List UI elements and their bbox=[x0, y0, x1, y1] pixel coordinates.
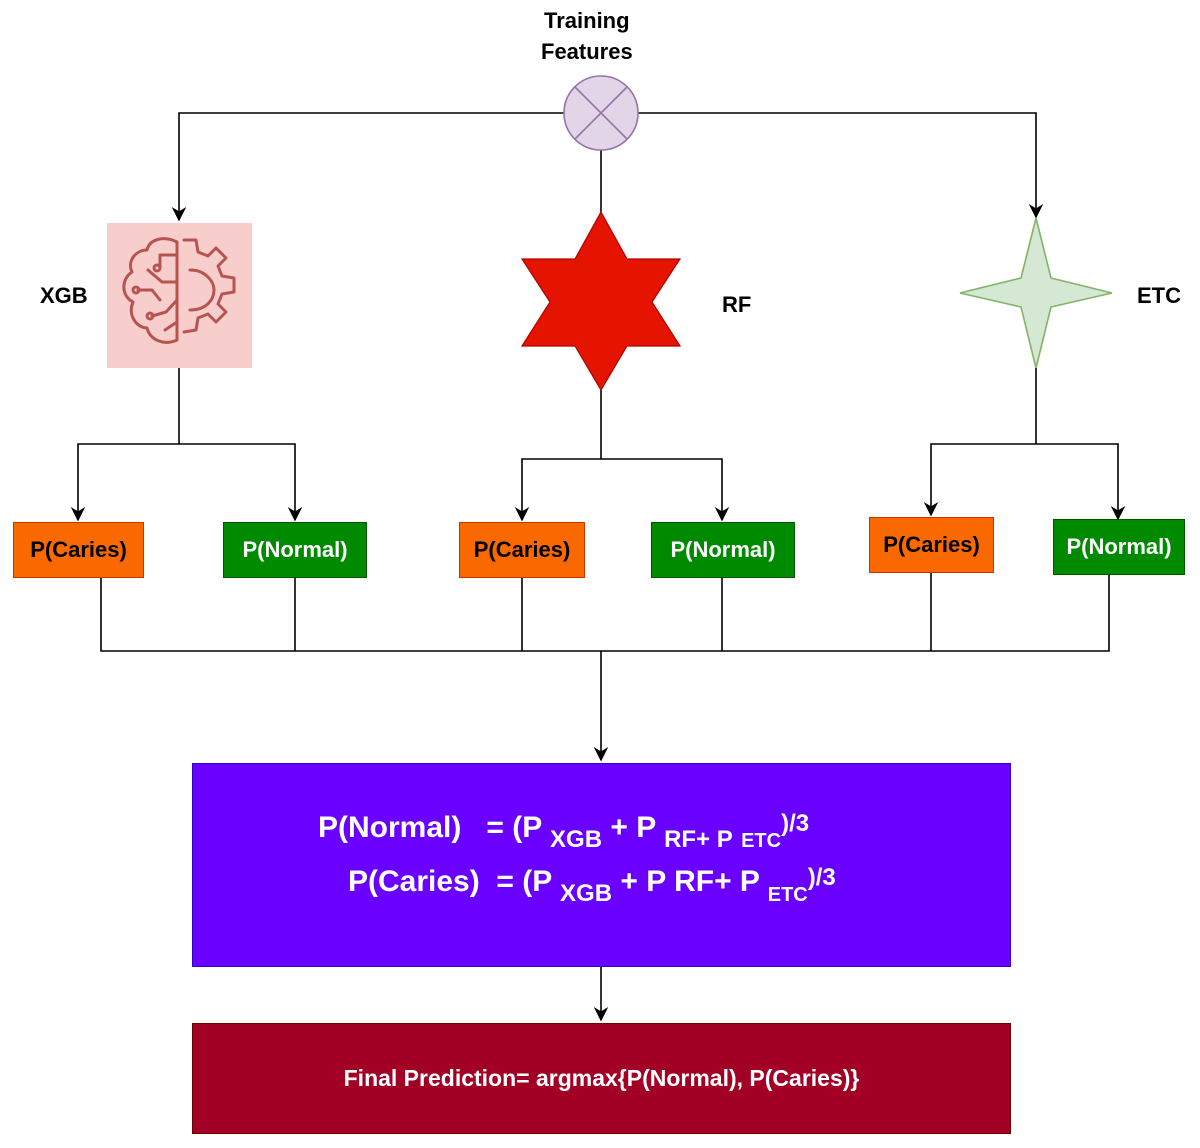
four-point-star-icon bbox=[959, 217, 1113, 369]
etc-caries-box: P(Caries) bbox=[869, 517, 994, 573]
formula-normal: P(Normal) = (P XGB + P RF+ P ETC)/3 bbox=[318, 810, 809, 854]
final-prediction-label: Final Prediction= argmax{P(Normal), P(Ca… bbox=[343, 1065, 860, 1091]
formula-normal-lhs: P(Normal) bbox=[318, 811, 462, 844]
etc-label: ETC bbox=[1137, 283, 1181, 308]
final-prediction-box: Final Prediction= argmax{P(Normal), P(Ca… bbox=[192, 1023, 1011, 1134]
formula-caries-mid: RF+ P bbox=[674, 865, 760, 898]
six-point-star-icon bbox=[520, 210, 682, 392]
xgb-caries-box: P(Caries) bbox=[13, 522, 144, 578]
formula-caries: P(Caries) = (P XGB + P RF+ P ETC)/3 bbox=[348, 864, 836, 908]
etc-normal-box: P(Normal) bbox=[1053, 519, 1185, 575]
formula-caries-div: )/3 bbox=[807, 864, 836, 891]
rf-label: RF bbox=[722, 292, 752, 317]
brain-gear-icon bbox=[107, 223, 252, 368]
rf-caries-box: P(Caries) bbox=[459, 522, 585, 578]
formula-normal-eq: = (P bbox=[486, 811, 542, 844]
formula-caries-plus: + P bbox=[620, 865, 666, 898]
input-label-line1: Training bbox=[544, 8, 630, 33]
ensemble-formula-box: P(Normal) = (P XGB + P RF+ P ETC)/3 P(Ca… bbox=[192, 763, 1011, 967]
formula-normal-plus: + P bbox=[610, 811, 656, 844]
rf-normal-box: P(Normal) bbox=[651, 522, 795, 578]
xgb-label: XGB bbox=[40, 283, 88, 308]
formula-normal-sub-etc: ETC bbox=[741, 830, 782, 852]
output-connectors bbox=[70, 368, 1126, 522]
formula-caries-sub-xgb: XGB bbox=[560, 880, 613, 907]
formula-normal-sub-rf: RF+ P bbox=[664, 826, 733, 853]
formula-caries-eq: = (P bbox=[496, 865, 552, 898]
sum-junction-icon bbox=[563, 75, 639, 151]
formula-caries-sub-etc: ETC bbox=[767, 884, 808, 906]
input-label-line2: Features bbox=[541, 39, 633, 64]
formula-normal-div: )/3 bbox=[781, 810, 810, 837]
formula-normal-sub-xgb: XGB bbox=[550, 826, 603, 853]
xgb-normal-box: P(Normal) bbox=[223, 522, 367, 578]
formula-caries-lhs: P(Caries) bbox=[348, 865, 480, 898]
merge-connectors bbox=[100, 573, 1110, 1022]
